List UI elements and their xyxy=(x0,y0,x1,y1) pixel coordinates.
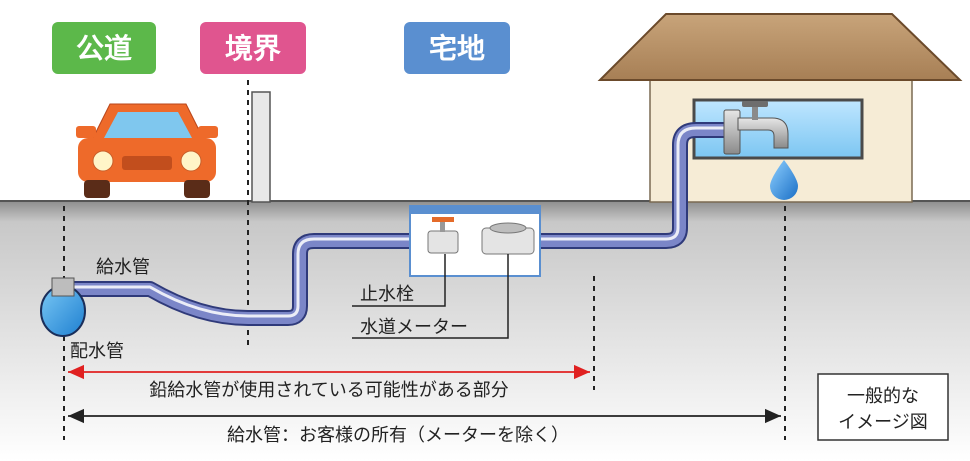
distribution-main-label: 配水管 xyxy=(70,341,124,362)
service-pipe xyxy=(70,122,730,326)
water-meter-label: 水道メーター xyxy=(360,317,468,338)
zone-label-boundary: 境界 xyxy=(225,32,281,65)
water-drop-icon xyxy=(770,160,798,200)
stop-valve-leader xyxy=(352,254,446,307)
illustration-note-box: 一般的な イメージ図 xyxy=(817,373,949,441)
stop-valve-label: 止水栓 xyxy=(360,284,414,305)
faucet-icon xyxy=(723,101,789,155)
lead-pipe-range-label: 鉛給水管が使用されている可能性がある部分 xyxy=(149,380,508,401)
car-illustration xyxy=(76,103,218,198)
service-pipe-label: 給水管 xyxy=(96,257,150,278)
boundary-wall xyxy=(251,91,271,203)
water-meter xyxy=(481,222,535,255)
note-line2: イメージ図 xyxy=(838,412,928,433)
zone-label-residential: 宅地 xyxy=(429,32,485,65)
stop-valve xyxy=(427,217,459,254)
ownership-range-label: 給水管：お客様の所有（メーターを除く） xyxy=(227,425,569,446)
distribution-main xyxy=(40,277,86,337)
zone-badge-boundary: 境界 xyxy=(200,22,306,74)
water-meter-leader xyxy=(352,254,509,339)
zone-badge-residential: 宅地 xyxy=(404,22,510,74)
zone-label-public-road: 公道 xyxy=(76,32,132,65)
zone-badge-public-road: 公道 xyxy=(52,22,156,74)
note-line1: 一般的な xyxy=(847,386,919,407)
